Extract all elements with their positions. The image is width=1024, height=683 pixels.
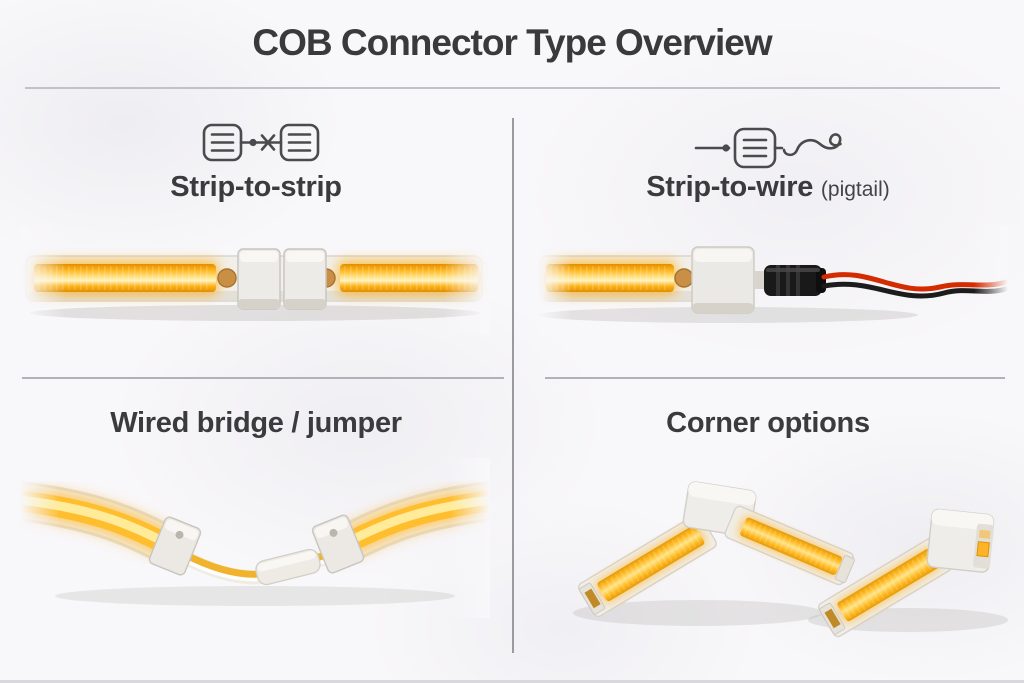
left-clip-connector <box>148 516 202 576</box>
jumper-wire-bundle <box>179 548 347 586</box>
vertical-divider <box>512 118 514 653</box>
right-mid-divider <box>545 377 1005 379</box>
corner-options-photo <box>548 448 1008 648</box>
corner-options-label: Corner options <box>512 407 1024 440</box>
right-clip-connector <box>311 514 365 574</box>
strip-to-strip-label: Strip-to-strip <box>0 171 512 204</box>
dc-barrel-plug <box>764 265 826 296</box>
strip-to-wire-label-text: Strip-to-wire <box>646 171 814 203</box>
strip-to-strip-label-text: Strip-to-strip <box>170 171 342 203</box>
corner-options-label-text: Corner options <box>666 407 870 439</box>
left-mid-divider <box>22 377 504 379</box>
page-title: COB Connector Type Overview <box>252 22 772 63</box>
strip-to-strip-icon-svg <box>202 123 320 162</box>
strip-to-wire-photo <box>538 225 1008 335</box>
corner-options-photo-svg <box>573 481 1008 638</box>
strip-to-wire-icon-svg <box>694 127 842 169</box>
header-divider <box>25 87 1000 89</box>
strip-to-strip-photo-svg <box>20 225 490 335</box>
strip-to-wire-photo-svg <box>538 225 1008 335</box>
strip-to-wire-sublabel: (pigtail) <box>820 178 890 201</box>
wired-bridge-label-text: Wired bridge / jumper <box>110 407 402 439</box>
clip-connector-pair <box>237 248 327 310</box>
strip-to-wire-label: Strip-to-wire (pigtail) <box>512 171 1024 204</box>
wired-bridge-label: Wired bridge / jumper <box>0 407 512 440</box>
corner-assembly-right <box>808 508 1008 638</box>
wired-bridge-photo <box>20 458 490 618</box>
bottom-edge-shadow <box>0 680 1024 683</box>
strip-to-strip-icon <box>197 120 325 166</box>
corner-assembly-left <box>573 481 855 626</box>
strip-to-strip-photo <box>20 225 490 335</box>
wired-bridge-photo-svg <box>20 458 490 618</box>
clip-connector <box>691 246 755 314</box>
strip-to-wire-icon <box>693 123 845 173</box>
